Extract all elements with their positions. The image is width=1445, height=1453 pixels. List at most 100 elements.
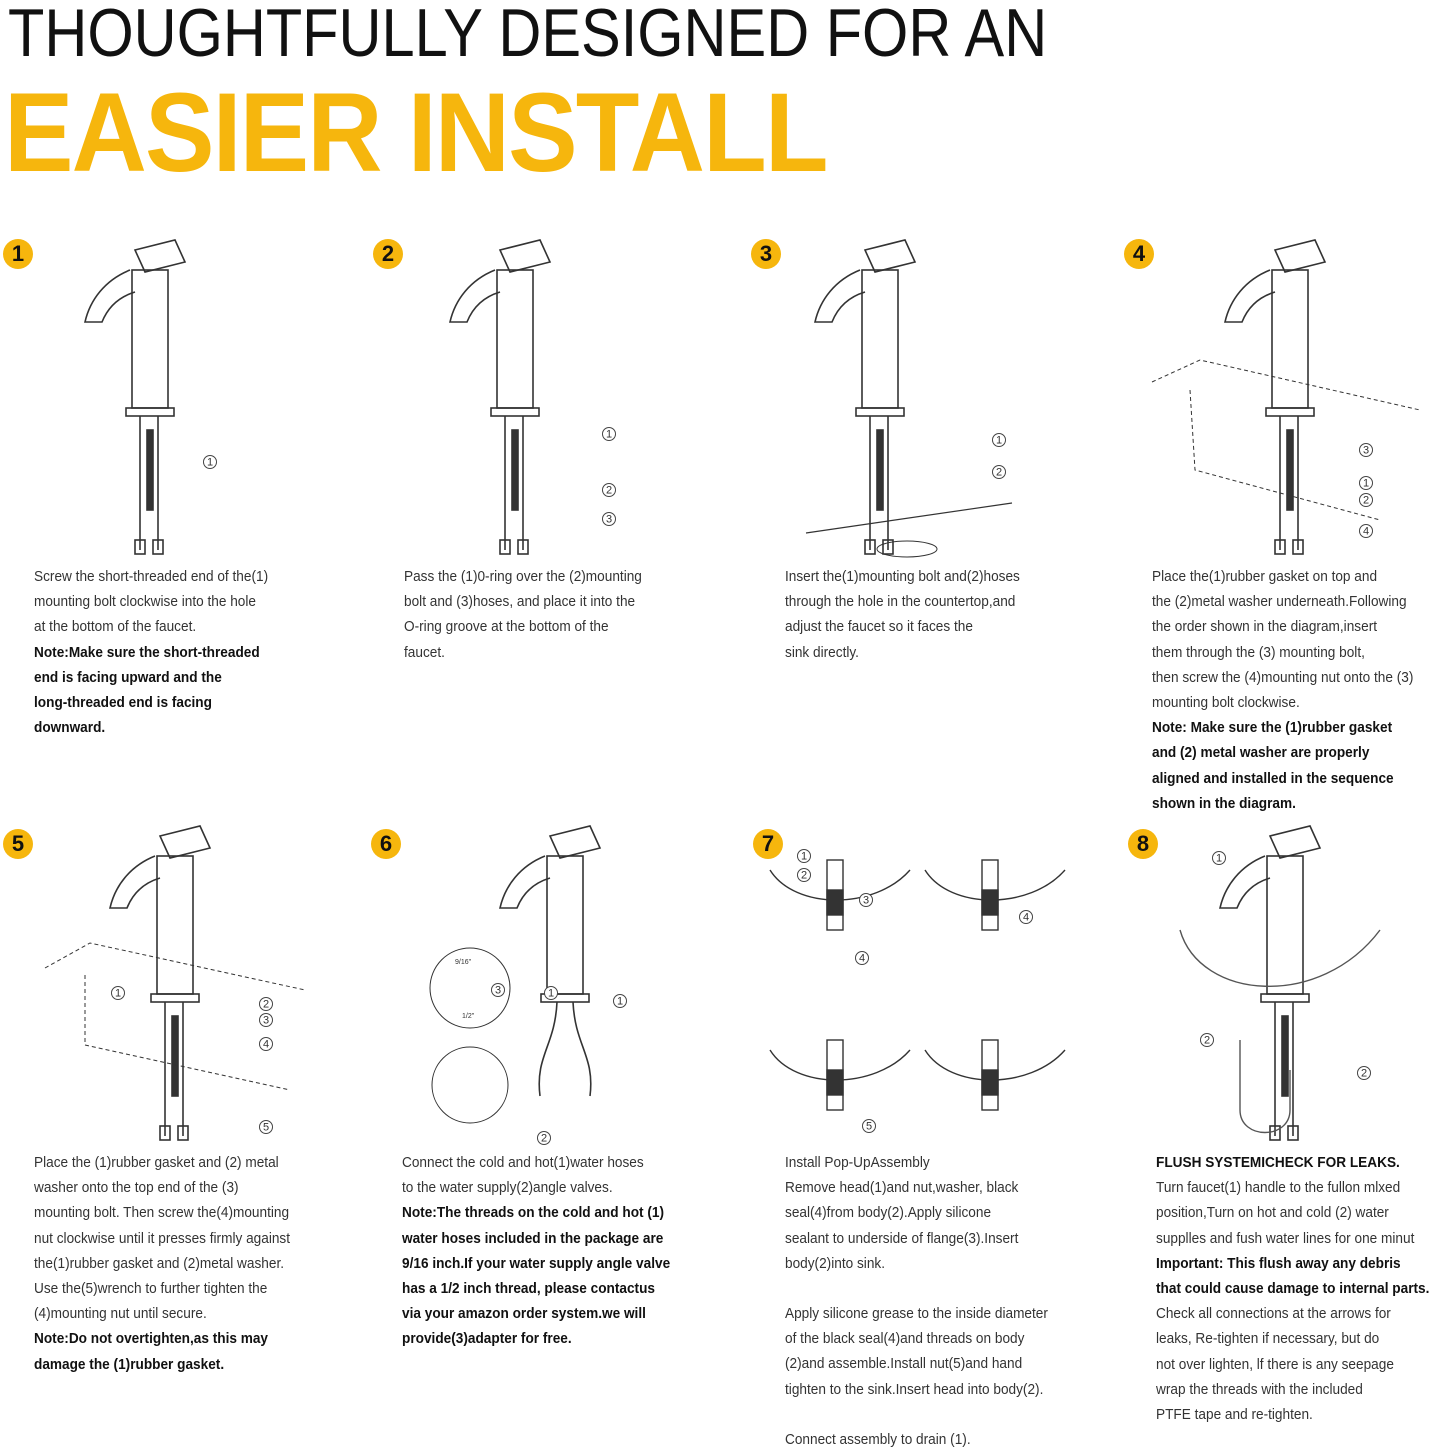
callout-number: 2 [541,1133,547,1145]
callout-circle [259,1037,273,1051]
callout-number: 2 [263,999,269,1011]
faucet-drawing [1223,239,1327,555]
countertop-outline [1151,359,1421,521]
instruction-line: Place the(1)rubber gasket on top and [1152,569,1378,585]
mounting-hole [876,540,938,558]
instruction-line: them through the (3) mounting bolt, [1152,644,1365,661]
pop-up-drain-drawing [769,859,911,931]
step-5-instructions: Place the (1)rubber gasket and (2) metal… [34,1151,290,1378]
instruction-line: supplles and fush water lines for one mi… [1156,1230,1415,1247]
callout-circle [992,465,1006,479]
instruction-note-line: Note:Do not overtighten,as this may [34,1331,269,1348]
instruction-line: Install Pop-UpAssembly [785,1155,930,1171]
step-number-badge: 2 [373,239,403,269]
step-number-badge: 1 [3,239,33,269]
instruction-line: Turn faucet(1) handle to the fullon mlxe… [1156,1180,1401,1197]
instruction-note-line: Note: Make sure the (1)rubber gasket [1152,720,1393,737]
callout-number: 2 [801,870,807,882]
instruction-line: body(2)into sink. [785,1255,886,1272]
instruction-note-line: long-threaded end is facing [34,695,212,712]
callout-circle [859,893,873,907]
instruction-line: at the bottom of the faucet. [34,619,197,636]
instruction-line [785,1403,1048,1428]
callout-circle [537,1131,551,1145]
instruction-note-line: Note:Make sure the short-threaded [34,644,260,661]
adapter-size-label: 1/2" [462,1013,475,1020]
instruction-line: Remove head(1)and nut,washer, black [785,1180,1019,1197]
callout-circle [862,1119,876,1133]
step-1-instructions: Screw the short-threaded end of the(1)mo… [34,565,268,741]
instruction-line: wrap the threads with the included [1156,1381,1363,1398]
step-8-instructions: FLUSH SYSTEMICHECK FOR LEAKS.Turn faucet… [1156,1151,1429,1428]
instruction-line: sealant to underside of flange(3).Insert [785,1230,1019,1247]
callout-circle [1359,493,1373,507]
callout-circle [613,994,627,1008]
instruction-line: leaks, Re-tighten if necessary, but do [1156,1331,1380,1348]
faucet-drawing [83,239,187,555]
callout-circle [1019,910,1033,924]
adapter-detail [429,947,511,1029]
pop-up-drain-drawing [769,1039,911,1111]
faucet-drawing [448,239,552,555]
callout-number: 1 [801,851,807,863]
instruction-line: not over lighten, lf there is any seepag… [1156,1356,1394,1373]
step-number-badge: 8 [1128,829,1158,859]
instruction-note-line: has a 1/2 inch thread, please contactus [402,1281,656,1298]
adapter-size-label: 9/16" [455,959,472,966]
callout-circle [602,483,616,497]
step-number-badge: 4 [1124,239,1154,269]
instruction-line: adjust the faucet so it faces the [785,619,973,636]
headline-line-1: THOUGHTFULLY DESIGNED FOR AN [8,0,1048,71]
callout-number: 4 [263,1039,269,1051]
callout-circle [602,427,616,441]
instruction-line: PTFE tape and re-tighten. [1156,1407,1313,1424]
step-number-badge: 3 [751,239,781,269]
sink-drain-drawing [1179,929,1381,1134]
instruction-line: through the hole in the countertop,and [785,594,1016,611]
pop-up-drain-drawing [924,1039,1066,1111]
callout-circle [1359,443,1373,457]
instruction-note-line: damage the (1)rubber gasket. [34,1356,225,1373]
callout-number: 1 [606,429,612,441]
step-3-instructions: Insert the(1)mounting bolt and(2)hoses th… [785,565,1020,666]
instruction-line: mounting bolt. Then screw the(4)mounting [34,1205,290,1222]
step-number-badge: 7 [753,829,783,859]
callout-number: 1 [548,988,554,1000]
instruction-line: the (2)metal washer underneath.Following [1152,594,1407,611]
instruction-note-line: provide(3)adapter for free. [402,1331,572,1348]
instruction-line: Connect the cold and hot(1)water hoses [402,1155,644,1171]
instruction-line: Insert the(1)mounting bolt and(2)hoses [785,569,1020,585]
callout-circle [1359,476,1373,490]
instruction-line: (2)and assemble.Install nut(5)and hand [785,1356,1023,1373]
callout-number: 3 [263,1015,269,1027]
callout-number: 5 [263,1122,269,1134]
instruction-note-line: downward. [34,720,106,737]
instruction-note-line: aligned and installed in the sequence [1152,770,1394,787]
callout-number: 2 [606,485,612,497]
instruction-line: then screw the (4)mounting nut onto the … [1152,669,1414,686]
callout-number: 4 [1023,912,1029,924]
instruction-line: seal(4)from body(2).Apply silicone [785,1205,992,1222]
instruction-line: mounting bolt clockwise into the hole [34,594,257,611]
callout-number: 1 [1216,853,1222,865]
callout-number: 3 [1363,445,1369,457]
instruction-line: bolt and (3)hoses, and place it into the [404,594,636,611]
countertop-outline [44,942,306,1091]
faucet-drawing [498,825,602,1097]
instruction-note-line: water hoses included in the package are [402,1230,664,1247]
instruction-note-line: 9/16 inch.If your water supply angle val… [402,1255,671,1272]
callout-circle [203,455,217,469]
callout-number: 4 [1363,526,1369,538]
headline-line-2: EASIER INSTALL [4,70,829,195]
instruction-line: the(1)rubber gasket and (2)metal washer. [34,1255,285,1272]
instruction-line: sink directly. [785,644,859,661]
callout-number: 4 [859,953,865,965]
faucet-drawing [1218,825,1322,1141]
callout-circle [259,1013,273,1027]
step-number-badge: 6 [371,829,401,859]
callout-circle [544,986,558,1000]
callout-circle [797,849,811,863]
instruction-line [785,1277,1048,1302]
callout-circle [855,951,869,965]
